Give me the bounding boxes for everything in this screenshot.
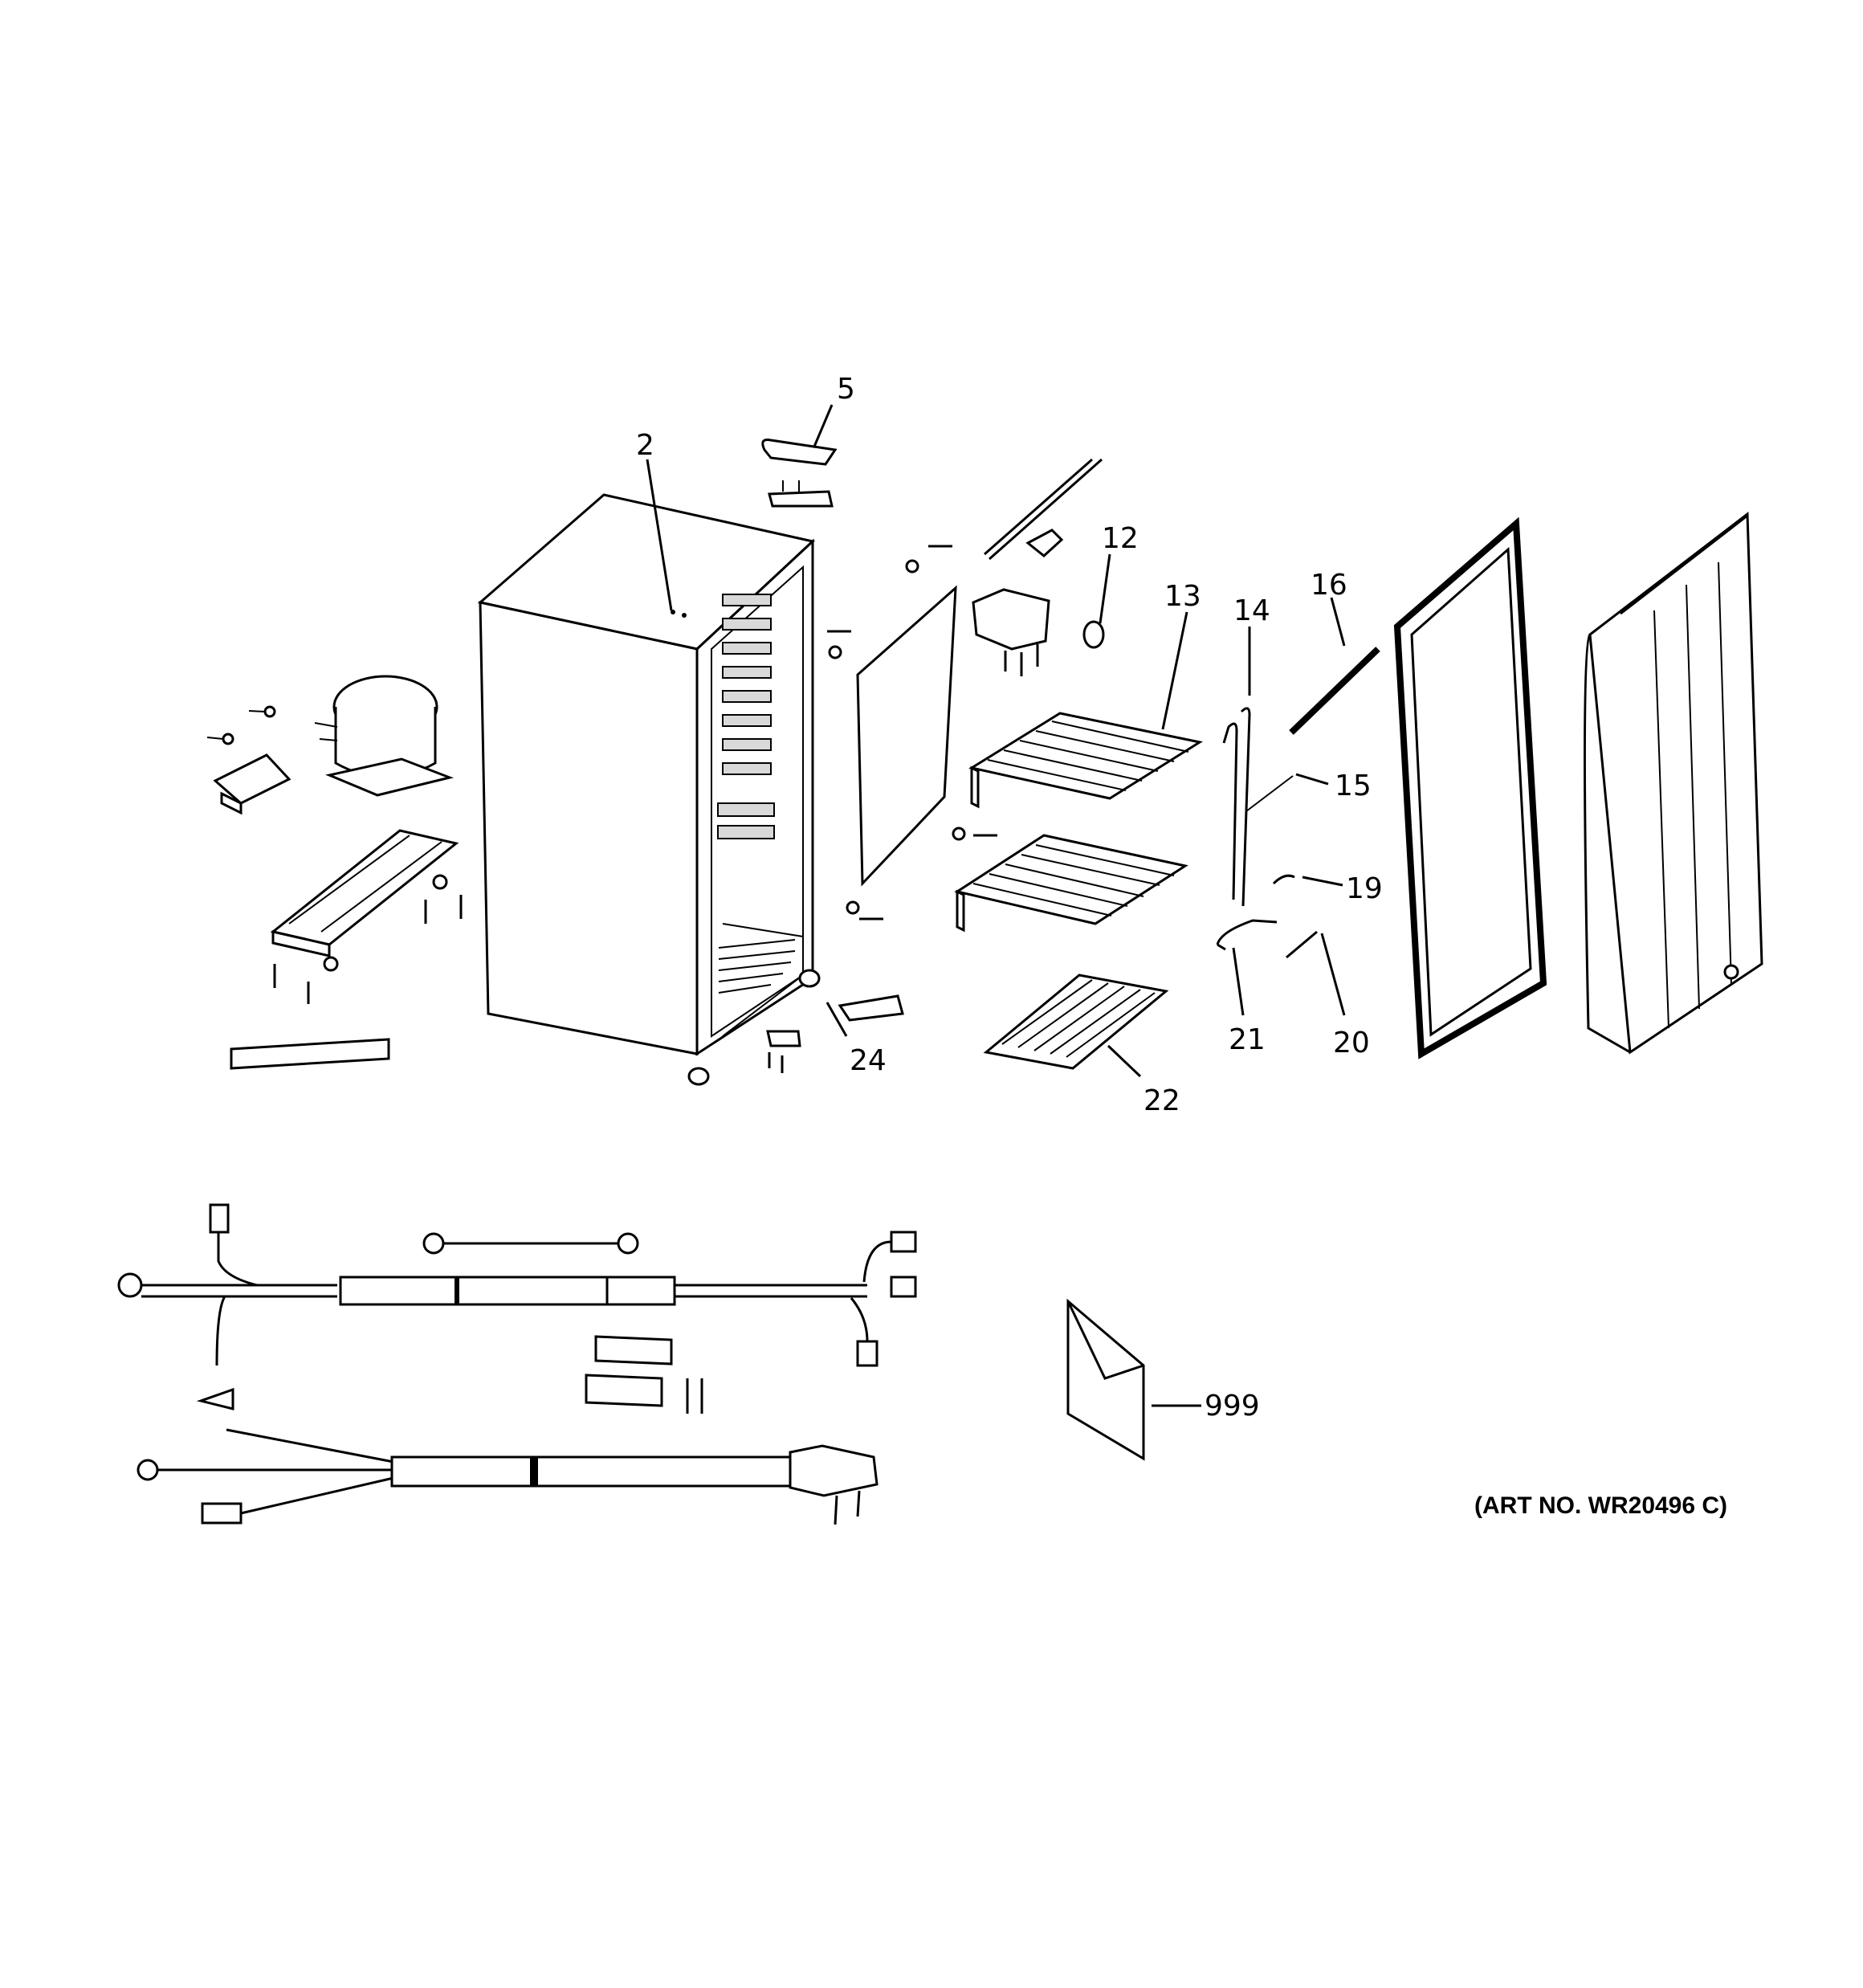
callout-15: 15 bbox=[1335, 769, 1372, 802]
callout-5: 5 bbox=[837, 373, 855, 406]
callout-16: 16 bbox=[1311, 569, 1347, 602]
callout-22: 22 bbox=[1143, 1084, 1180, 1117]
leader-lines bbox=[646, 404, 1346, 1407]
base-rail bbox=[270, 829, 459, 957]
callout-12: 12 bbox=[1102, 522, 1139, 555]
door-gasket bbox=[1393, 516, 1547, 1059]
base-screws bbox=[273, 874, 463, 1004]
top-hinge bbox=[761, 439, 838, 508]
callout-2: 2 bbox=[636, 429, 654, 462]
callout-999: 999 bbox=[1205, 1390, 1260, 1423]
art-number: (ART NO. WR20496 C) bbox=[1474, 1492, 1727, 1519]
cabinet bbox=[477, 493, 816, 1056]
callout-20: 20 bbox=[1333, 1027, 1370, 1059]
small-door-parts bbox=[1216, 647, 1380, 959]
callout-21: 21 bbox=[1229, 1023, 1266, 1056]
back-panel bbox=[856, 585, 957, 887]
cabinet-floor bbox=[718, 939, 796, 994]
spacer-blocks bbox=[585, 1335, 703, 1414]
panel-screws bbox=[827, 545, 997, 921]
shelf-bottom bbox=[983, 974, 1169, 1070]
control-assembly bbox=[972, 458, 1103, 676]
callout-24: 24 bbox=[850, 1044, 887, 1077]
ground-wire bbox=[422, 1232, 639, 1255]
drain-plug bbox=[1082, 620, 1105, 649]
door-handle-bracket bbox=[1222, 707, 1294, 907]
wire-harness-upper bbox=[117, 1203, 917, 1367]
bottom-hinge bbox=[687, 969, 904, 1086]
filler-strip bbox=[230, 1038, 390, 1070]
callout-14: 14 bbox=[1233, 594, 1270, 627]
callout-13: 13 bbox=[1164, 580, 1201, 613]
literature-packet bbox=[1066, 1298, 1145, 1461]
compressor-bracket bbox=[206, 705, 291, 815]
shelf-middle bbox=[954, 834, 1188, 933]
callout-labels: 2 5 12 13 14 15 16 19 20 21 22 24 999 bbox=[636, 373, 1383, 1423]
callout-19: 19 bbox=[1346, 872, 1383, 905]
compressor bbox=[314, 675, 455, 797]
shelf-rails bbox=[717, 594, 775, 839]
power-cord bbox=[137, 1387, 879, 1525]
door bbox=[1583, 512, 1763, 1055]
shelf-top bbox=[968, 712, 1203, 809]
